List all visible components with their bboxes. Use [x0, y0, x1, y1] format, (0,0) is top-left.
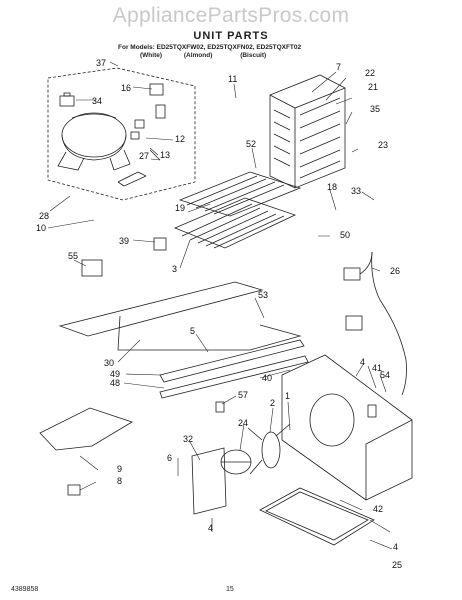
callout-12: 12: [175, 134, 185, 144]
screw-part: [215, 401, 225, 413]
callout-18: 18: [327, 182, 337, 192]
callout-13: 13: [160, 150, 170, 160]
bracket-part: [81, 259, 103, 277]
callout-23: 23: [378, 140, 388, 150]
callout-55: 55: [68, 251, 78, 261]
callout-24: 24: [238, 418, 248, 428]
callout-49: 49: [110, 369, 120, 379]
callout-26: 26: [390, 266, 400, 276]
callout-labels: 37 34 16 11 7 22 21 35 12 13 27 52 23 28…: [36, 58, 402, 570]
fan-motor: [220, 449, 252, 475]
callout-27: 27: [139, 151, 149, 161]
compressor: [57, 112, 131, 171]
callout-30: 30: [104, 358, 114, 368]
watermark: AppliancePartsPros.com: [112, 4, 350, 27]
finish-white: (White): [140, 52, 163, 59]
callout-9: 9: [117, 464, 122, 474]
page-title: UNIT PARTS: [193, 30, 269, 42]
condenser-coil: [173, 171, 302, 249]
callout-40: 40: [262, 373, 272, 383]
callout-39: 39: [119, 236, 129, 246]
callout-41: 41: [372, 363, 382, 373]
callout-4-upper: 4: [360, 357, 365, 367]
callout-48: 48: [110, 378, 120, 388]
callout-16: 16: [121, 83, 131, 93]
callout-50: 50: [340, 230, 350, 240]
relay-part: [59, 92, 75, 107]
callout-57: 57: [238, 390, 248, 400]
callout-53: 53: [258, 290, 268, 300]
callout-19: 19: [175, 203, 185, 213]
callout-4-lower-left: 4: [208, 523, 213, 533]
finish-line: (White) (Almond) (Biscuit): [118, 52, 301, 60]
callout-21: 21: [368, 82, 378, 92]
callout-52: 52: [246, 139, 256, 149]
base-frame: [58, 281, 309, 399]
motor-bracket: [191, 447, 227, 515]
callout-35: 35: [370, 104, 380, 114]
callout-1: 1: [285, 391, 290, 401]
model-list: For Models: ED25TQXFW02, ED25TQXFN02, ED…: [118, 44, 301, 60]
callout-10: 10: [36, 223, 46, 233]
page-number: 15: [226, 586, 234, 593]
callout-25: 25: [392, 560, 402, 570]
callout-28: 28: [39, 211, 49, 221]
callout-42: 42: [373, 504, 383, 514]
finish-biscuit: (Biscuit): [240, 52, 267, 59]
drain-pan: [259, 487, 375, 546]
callout-54: 54: [380, 370, 390, 380]
callout-5: 5: [190, 326, 195, 336]
leader-lines: [47, 61, 393, 550]
wire-harness: [343, 251, 407, 396]
callout-33: 33: [351, 186, 361, 196]
insulation-sheet: [39, 407, 133, 451]
overload-part: [130, 83, 166, 140]
fan-shroud: [281, 354, 413, 501]
callout-32: 32: [183, 434, 193, 444]
compressor-enclosure: [47, 67, 196, 201]
callout-8: 8: [117, 476, 122, 486]
callout-11: 11: [228, 74, 237, 84]
drier-part: [117, 149, 161, 187]
foot-part: [67, 484, 81, 496]
callout-4-lower-right: 4: [393, 542, 398, 552]
callout-7: 7: [336, 62, 341, 72]
callout-3: 3: [172, 264, 177, 274]
document-code: 4389858: [11, 586, 39, 593]
model-line: For Models: ED25TQXFW02, ED25TQXFN02, ED…: [118, 44, 302, 51]
finish-almond: (Almond): [183, 52, 213, 59]
clip-part: [367, 404, 377, 418]
callout-34: 34: [92, 96, 102, 106]
callout-37: 37: [96, 58, 106, 68]
fan-blade: [247, 423, 291, 475]
grommet-part: [153, 237, 167, 251]
callout-6: 6: [167, 453, 172, 463]
callout-22: 22: [365, 68, 375, 78]
callout-2: 2: [270, 398, 275, 408]
evaporator: [269, 74, 346, 189]
